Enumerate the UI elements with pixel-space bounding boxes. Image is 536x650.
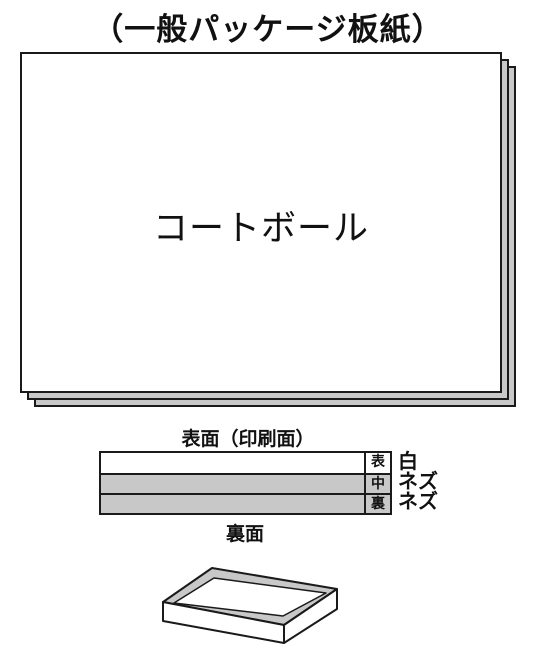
layer-material-middle: ネズ xyxy=(398,469,438,493)
layer-tag-bottom: 裏 xyxy=(364,495,390,513)
box-tray-icon xyxy=(162,567,338,644)
diagram-title: （一般パッケージ板紙） xyxy=(92,12,444,48)
layer-top: 表 xyxy=(101,453,390,473)
layer-material-bottom: ネズ xyxy=(398,489,438,513)
layer-tag-middle: 中 xyxy=(364,475,390,493)
sheet-front xyxy=(20,52,502,393)
face-bottom-label: 裏面 xyxy=(225,523,264,545)
layer-material-top: 白 xyxy=(398,449,418,473)
layer-cross-section: 表 中 裏 xyxy=(99,451,392,515)
layer-tag-top: 表 xyxy=(364,453,390,473)
sheet-label: コートボール xyxy=(152,209,369,249)
layer-bottom: 裏 xyxy=(101,493,390,513)
face-top-label: 表面（印刷面） xyxy=(181,428,315,450)
layer-middle: 中 xyxy=(101,473,390,493)
